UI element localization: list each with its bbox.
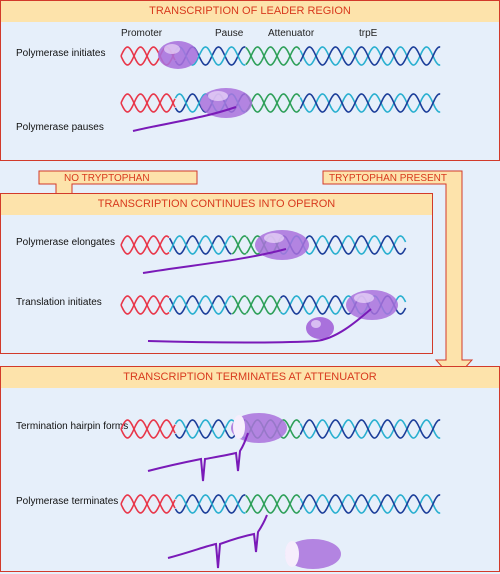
dna-strand-segment	[120, 295, 170, 315]
panel-title-operon: TRANSCRIPTION CONTINUES INTO OPERON	[1, 194, 432, 215]
released-rna-icon	[167, 514, 268, 569]
dna-strand-segment	[231, 235, 247, 255]
rna-polymerase-icon	[200, 88, 252, 118]
label-polymerase-terminates: Polymerase terminates	[16, 496, 119, 507]
label-tryptophan-present: TRYPTOPHAN PRESENT	[329, 173, 447, 184]
rna-polymerase-icon	[158, 41, 198, 69]
label-promoter: Promoter	[121, 28, 163, 39]
nascent-rna-icon	[147, 308, 372, 344]
dna-strand-segment	[168, 295, 232, 315]
dna-strand-segment	[261, 494, 301, 514]
dna-strand-segment	[299, 419, 441, 439]
dna-strand-segment	[231, 295, 247, 315]
rna-polymerase-icon	[346, 290, 398, 320]
dna-strand-segment	[261, 46, 301, 66]
dna-strand-segment	[174, 494, 246, 514]
dna-strand-segment	[174, 494, 246, 514]
dna-strand-segment	[299, 494, 441, 514]
panel-title-terminates: TRANSCRIPTION TERMINATES AT ATTENUATOR	[1, 367, 499, 388]
dna-strand-segment	[120, 295, 170, 315]
dna-strand-segment	[299, 46, 441, 66]
dna-strand-segment	[245, 46, 263, 66]
dna-strand-segment	[299, 46, 441, 66]
dna-strand-segment	[231, 235, 247, 255]
dna-strand-segment	[261, 494, 301, 514]
dna-strand-segment	[120, 494, 176, 514]
label-polymerase-pauses: Polymerase pauses	[16, 122, 104, 133]
label-polymerase-initiates: Polymerase initiates	[16, 48, 106, 59]
termination-hairpin-icon	[147, 432, 249, 482]
nascent-rna-icon	[132, 106, 237, 132]
dna-strand-segment	[245, 46, 263, 66]
dna-strand-segment	[245, 494, 263, 514]
dna-strand-segment	[245, 295, 282, 315]
dna-strand-segment	[245, 494, 263, 514]
label-polymerase-elongates: Polymerase elongates	[16, 237, 115, 248]
panel-terminates-attenuator: TRANSCRIPTION TERMINATES AT ATTENUATOR T…	[0, 366, 500, 572]
rna-polymerase-icon	[231, 413, 287, 443]
dna-strand-segment	[299, 419, 441, 439]
panel-leader-transcription: TRANSCRIPTION OF LEADER REGION Promoter …	[0, 0, 500, 161]
ribosome-icon	[306, 317, 334, 339]
dna-strand-segment	[168, 295, 232, 315]
dna-strand-segment	[174, 419, 246, 439]
dna-strand-segment	[168, 235, 232, 255]
dna-strand-segment	[261, 93, 301, 113]
label-termination-hairpin: Termination hairpin forms	[16, 421, 129, 432]
dna-helix	[120, 494, 441, 514]
dna-strand-segment	[231, 295, 247, 315]
released-polymerase-icon	[285, 539, 341, 569]
dna-strand-segment	[299, 494, 441, 514]
dna-strand-segment	[120, 419, 176, 439]
dna-strand-segment	[168, 235, 232, 255]
dna-strand-segment	[120, 235, 170, 255]
dna-strand-segment	[245, 295, 282, 315]
label-no-tryptophan: NO TRYPTOPHAN	[64, 173, 150, 184]
panel-continues-operon: TRANSCRIPTION CONTINUES INTO OPERON Poly…	[0, 193, 433, 354]
dna-strand-segment	[120, 494, 176, 514]
dna-strand-segment	[120, 93, 176, 113]
dna-strand-segment	[261, 93, 301, 113]
dna-strand-segment	[299, 93, 441, 113]
dna-strand-segment	[120, 419, 176, 439]
dna-strand-segment	[299, 93, 441, 113]
dna-strand-segment	[120, 235, 170, 255]
label-translation-initiates: Translation initiates	[16, 297, 102, 308]
nascent-rna-icon	[142, 248, 287, 274]
dna-strand-segment	[261, 46, 301, 66]
label-pause: Pause	[215, 28, 244, 39]
panel-title-leader: TRANSCRIPTION OF LEADER REGION	[1, 1, 499, 22]
label-trpe: trpE	[359, 28, 378, 39]
label-attenuator: Attenuator	[268, 28, 315, 39]
dna-strand-segment	[120, 93, 176, 113]
